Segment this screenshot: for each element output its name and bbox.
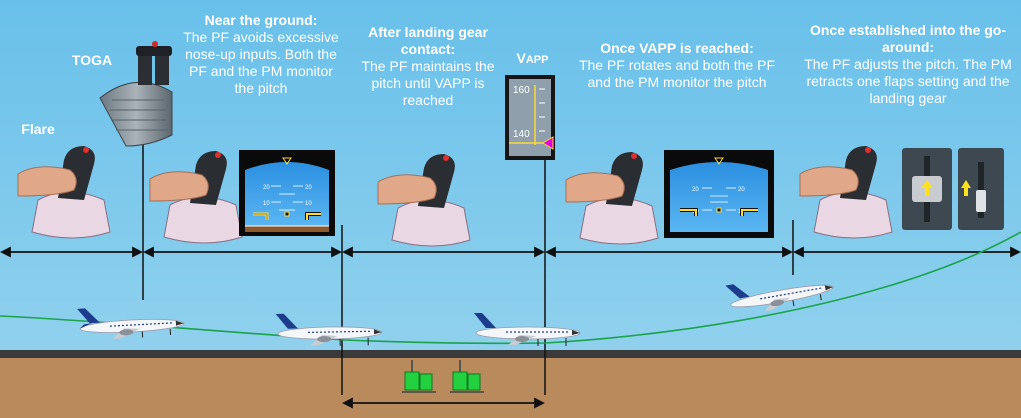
once-vapp-body: The PF rotates and both the PF and the P… [578, 57, 776, 90]
pfd-icon: 20 20 10 10 [664, 150, 774, 238]
sidestick-icon [149, 151, 243, 244]
established-title: Once established into the go-around: [809, 22, 1007, 55]
vapp-main: V [516, 50, 526, 66]
speed-tape-icon: 160 140 [505, 75, 555, 160]
pfd-pitch-label: 20 [692, 187, 699, 193]
gear-lever-icon [958, 148, 1004, 230]
speed-tape-lower-label: 140 [513, 129, 530, 140]
landing-gear-green-icon [402, 360, 484, 393]
near-ground-title: Near the ground: [204, 12, 318, 28]
sidestick-icon [799, 146, 893, 239]
after-gear-title-line1: After landing gear [368, 24, 488, 40]
runway [0, 350, 1021, 358]
pfd-pitch-label: 20 [263, 185, 270, 191]
pfd-icon: 20 20 10 10 [239, 150, 335, 236]
phase-arrows [0, 246, 1021, 409]
vapp-sub: APP [525, 54, 549, 66]
after-gear-contact-phase-text: After landing gear contact: The PF maint… [346, 24, 510, 109]
once-vapp-phase-text: Once VAPP is reached: The PF rotates and… [572, 40, 782, 91]
near-ground-body: The PF avoids excessive nose-up inputs. … [183, 29, 339, 96]
toga-label: TOGA [71, 52, 113, 68]
pfd-pitch-label: 10 [305, 201, 312, 207]
after-gear-title-line2: contact: [400, 41, 456, 57]
once-vapp-title: Once VAPP is reached: [600, 40, 754, 56]
sidestick-icon [377, 154, 471, 247]
thrust-lever-icon [99, 41, 173, 147]
pfd-pitch-label: 10 [263, 201, 270, 207]
go-around-established-phase-text: Once established into the go-around: The… [798, 22, 1018, 107]
ground [0, 358, 1021, 418]
aircraft-icon [77, 308, 185, 340]
aircraft-icon [474, 313, 581, 346]
aircraft-icon [275, 313, 383, 346]
phase-separators [142, 140, 794, 395]
sidestick-icon [565, 152, 659, 245]
flaps-lever-icon [902, 148, 952, 230]
pfd-pitch-label: 20 [305, 185, 312, 191]
pfd-pitch-label: 20 [738, 187, 745, 193]
aircraft-icon [725, 284, 834, 312]
vapp-label: VAPP [505, 50, 560, 69]
established-body: The PF adjusts the pitch. The PM retract… [804, 56, 1012, 106]
flare-label: Flare [21, 121, 55, 137]
speed-tape-upper-label: 160 [513, 85, 530, 96]
sidestick-icon [17, 146, 111, 239]
after-gear-body: The PF maintains the pitch until VAPP is… [361, 58, 495, 108]
near-ground-phase-text: Near the ground: The PF avoids excessive… [182, 12, 340, 97]
